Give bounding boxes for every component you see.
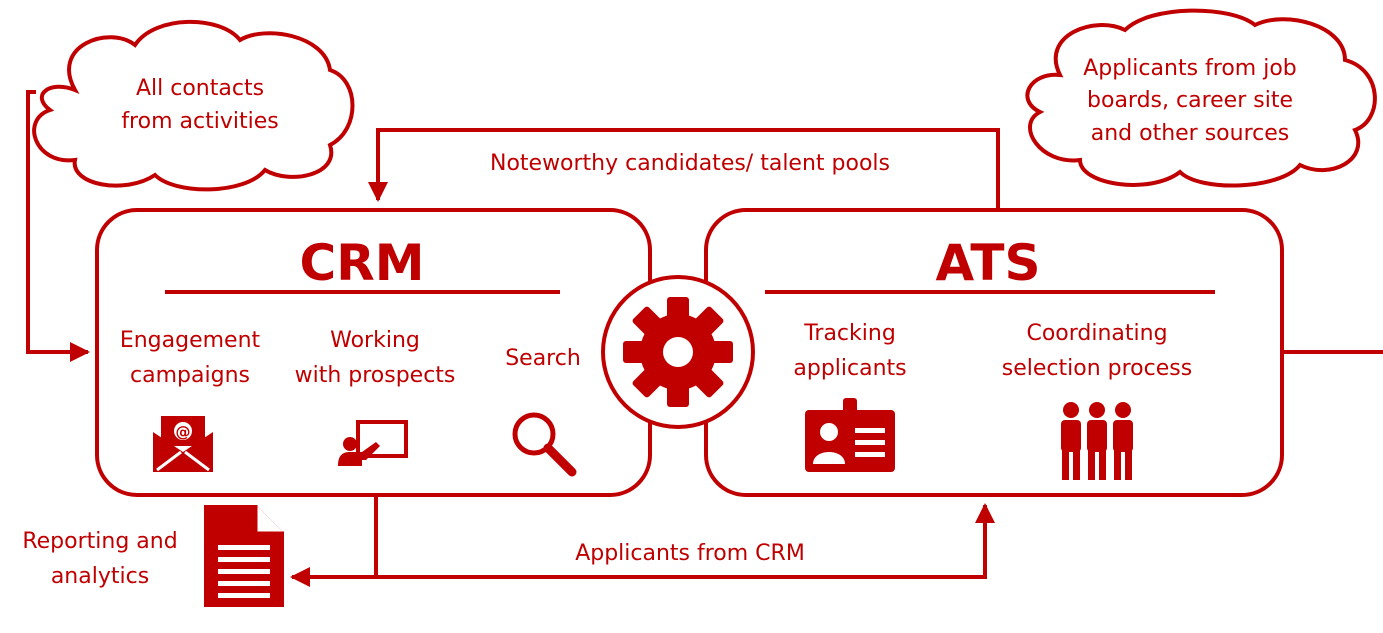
ats-feature-2-line-2: selection process	[1002, 356, 1192, 381]
crm-title: CRM	[300, 234, 425, 292]
crm-feature-2-line-1: Working	[330, 328, 420, 353]
ats-feature-1-line-2: applicants	[793, 356, 906, 381]
cloud-applicants-sources: Applicants from job boards, career site …	[1025, 8, 1377, 188]
presentation-board-icon	[338, 420, 408, 466]
document-icon	[204, 505, 284, 607]
reporting-line-1: Reporting and	[22, 529, 177, 554]
cloud-right-line-1: Applicants from job	[1083, 56, 1297, 81]
reporting-line-2: analytics	[51, 564, 149, 589]
ats-feature-1-line-1: Tracking	[803, 321, 896, 346]
cloud-left-line-1: All contacts	[136, 76, 264, 101]
ats-panel: ATS Tracking applicants Coordinating sel…	[704, 208, 1284, 497]
cloud-left-shape	[32, 19, 355, 192]
crm-feature-1-line-2: campaigns	[130, 363, 250, 388]
label-applicants-from-crm: Applicants from CRM	[575, 541, 805, 566]
id-badge-icon	[805, 398, 895, 472]
cloud-all-contacts: All contacts from activities	[32, 19, 355, 192]
svg-text:@: @	[176, 423, 191, 441]
reporting-analytics: Reporting and analytics	[22, 505, 284, 607]
crm-feature-1-line-1: Engagement	[120, 328, 261, 353]
cloud-right-line-2: boards, career site	[1087, 88, 1293, 113]
email-envelope-icon: @	[153, 416, 213, 472]
gear-icon	[601, 275, 755, 429]
arrow-contacts-to-crm	[26, 90, 90, 362]
crm-feature-3-line-1: Search	[505, 346, 581, 371]
arrow-crm-to-ats	[374, 497, 995, 579]
cloud-right-shape	[1025, 8, 1377, 188]
ats-title: ATS	[936, 234, 1041, 292]
people-group-icon	[1061, 402, 1133, 480]
cloud-right-line-3: and other sources	[1091, 121, 1290, 146]
ats-feature-2-line-1: Coordinating	[1026, 321, 1167, 346]
crm-panel: CRM Engagement campaigns Working with pr…	[95, 208, 652, 497]
magnifier-icon	[512, 412, 577, 477]
crm-feature-2-line-2: with prospects	[295, 363, 456, 388]
cloud-left-line-2: from activities	[121, 109, 278, 134]
arrow-talent-pools	[368, 128, 1000, 208]
label-talent-pools: Noteworthy candidates/ talent pools	[490, 151, 890, 176]
